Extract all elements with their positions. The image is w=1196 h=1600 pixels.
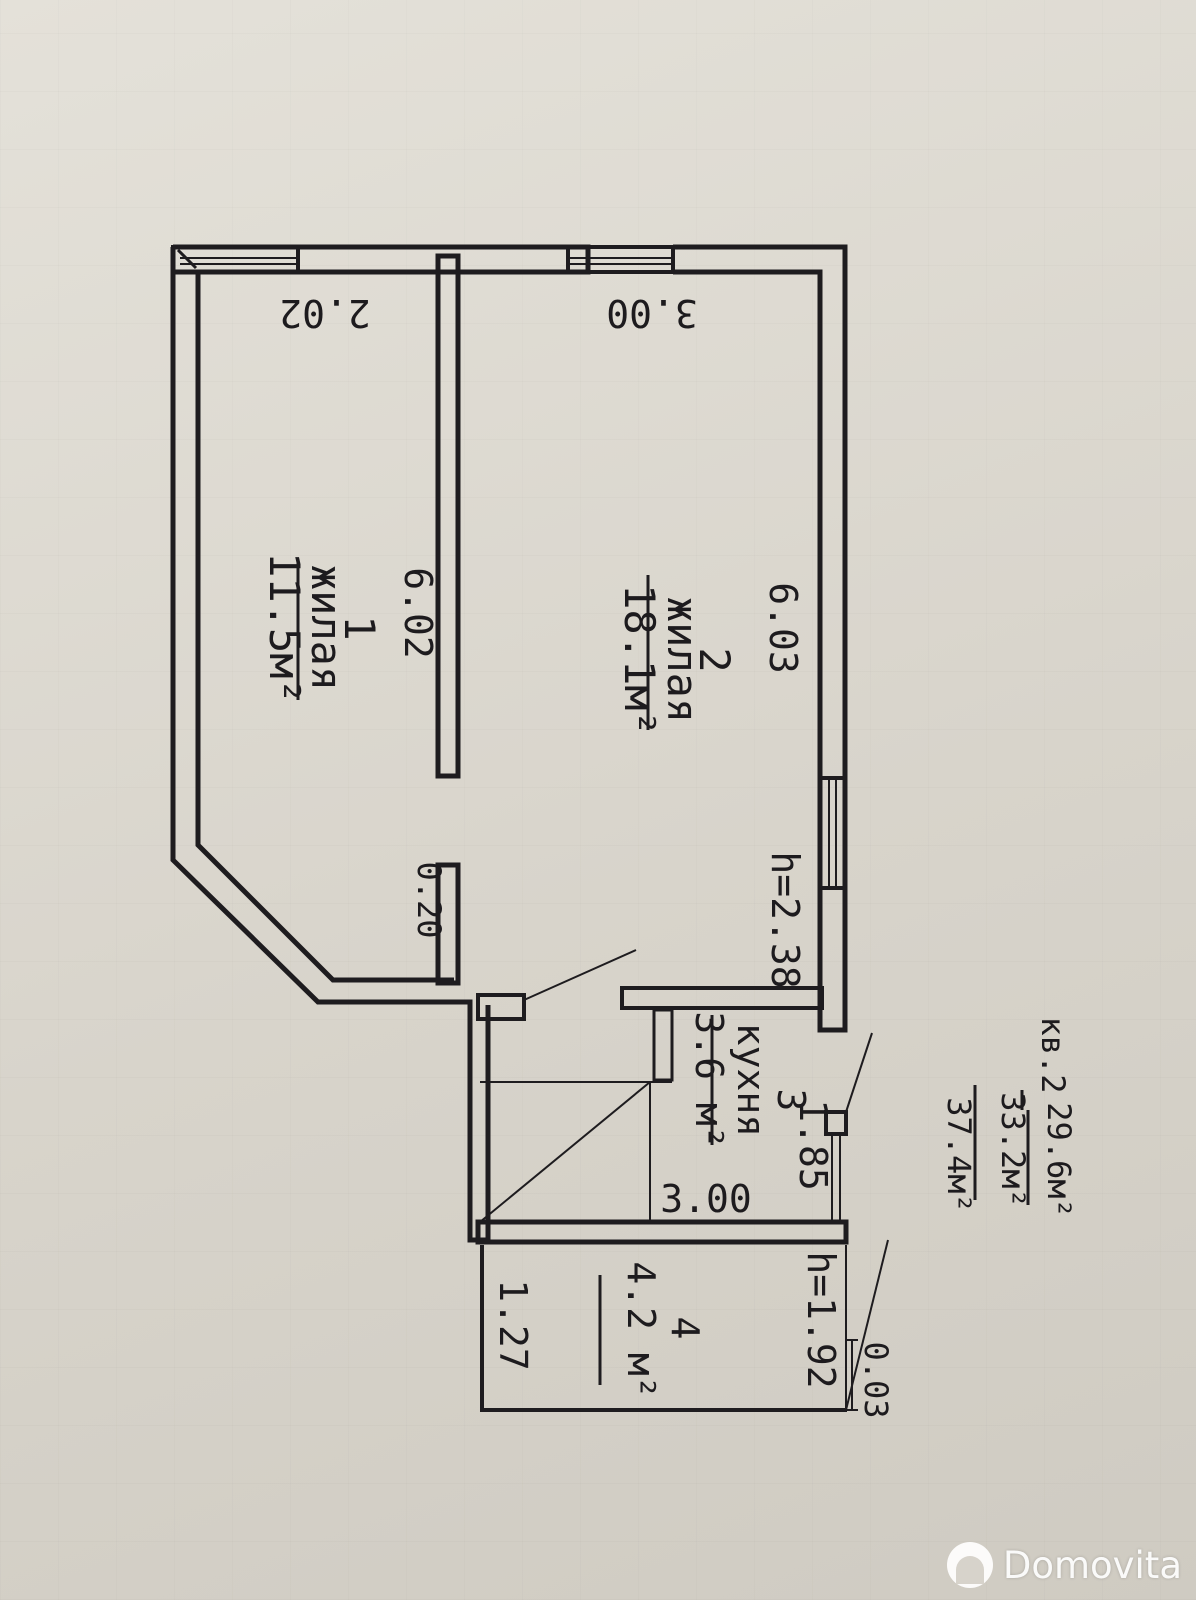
domovita-logo-icon (946, 1542, 993, 1588)
room-1-number: 1 (335, 615, 384, 640)
divider-wall (475, 1219, 849, 1245)
room-2-width: 3.00 (606, 291, 698, 335)
top-wall-right-window (566, 245, 675, 274)
room-3-length: 3.00 (660, 1177, 752, 1221)
room-1-width: 2.02 (279, 291, 371, 335)
wall-thickness-0-03: 0.03 (857, 1341, 895, 1418)
room-4-width: 1.27 (491, 1279, 535, 1371)
room-3-labels: 3 кухня 3.6 м² 1.85 3.00 (660, 1011, 835, 1221)
room-1-labels: 2.02 6.02 1 жилая 11.5м² (260, 291, 440, 704)
room-1-type: жилая (302, 565, 351, 691)
wall-thickness-0-20: 0.20 (410, 861, 448, 938)
room-1-area: 11.5м² (260, 552, 309, 704)
apartment-area-3: 37.4м² (940, 1097, 978, 1213)
top-outer-wall (170, 244, 591, 275)
room-4-labels: 4 4.2 м² 1.27 h=1.92 (491, 1251, 843, 1398)
room-3-width: 1.85 (791, 1099, 835, 1191)
room-2-labels: 3.00 6.03 2 жилая 18.1м² h=2.38 (606, 291, 807, 989)
room-2-area: 18.1м² (615, 584, 664, 736)
room-1-length: 6.02 (396, 567, 440, 659)
room-2-length: 6.03 (761, 582, 805, 674)
room-2-number: 2 (690, 647, 739, 672)
left-outer-wall (170, 247, 491, 1243)
room-3-area: 3.6 м² (687, 1011, 731, 1148)
apartment-area-1: 29.6м² (1040, 1102, 1078, 1218)
partition-wall (435, 253, 461, 779)
wall-thickness-labels: 0.20 0.03 (410, 861, 895, 1418)
watermark-text: Domovita (1002, 1543, 1182, 1587)
room-4-height: h=1.92 (799, 1251, 843, 1388)
room-4-area: 4.2 м² (619, 1261, 663, 1398)
apartment-summary: кв.2 29.6м² 33.2м² 37.4м² (940, 1016, 1078, 1217)
apartment-area-2: 33.2м² (994, 1092, 1032, 1208)
walls (170, 244, 889, 1412)
room-3-number: 3 (769, 1089, 813, 1112)
room-4-number: 4 (663, 1317, 707, 1340)
room-2-height: h=2.38 (763, 851, 807, 988)
room-3-type: кухня (729, 1023, 773, 1137)
apartment-label: кв.2 (1034, 1016, 1072, 1093)
room-2-type: жилая (658, 597, 707, 723)
watermark: Domovita (946, 1542, 1182, 1588)
